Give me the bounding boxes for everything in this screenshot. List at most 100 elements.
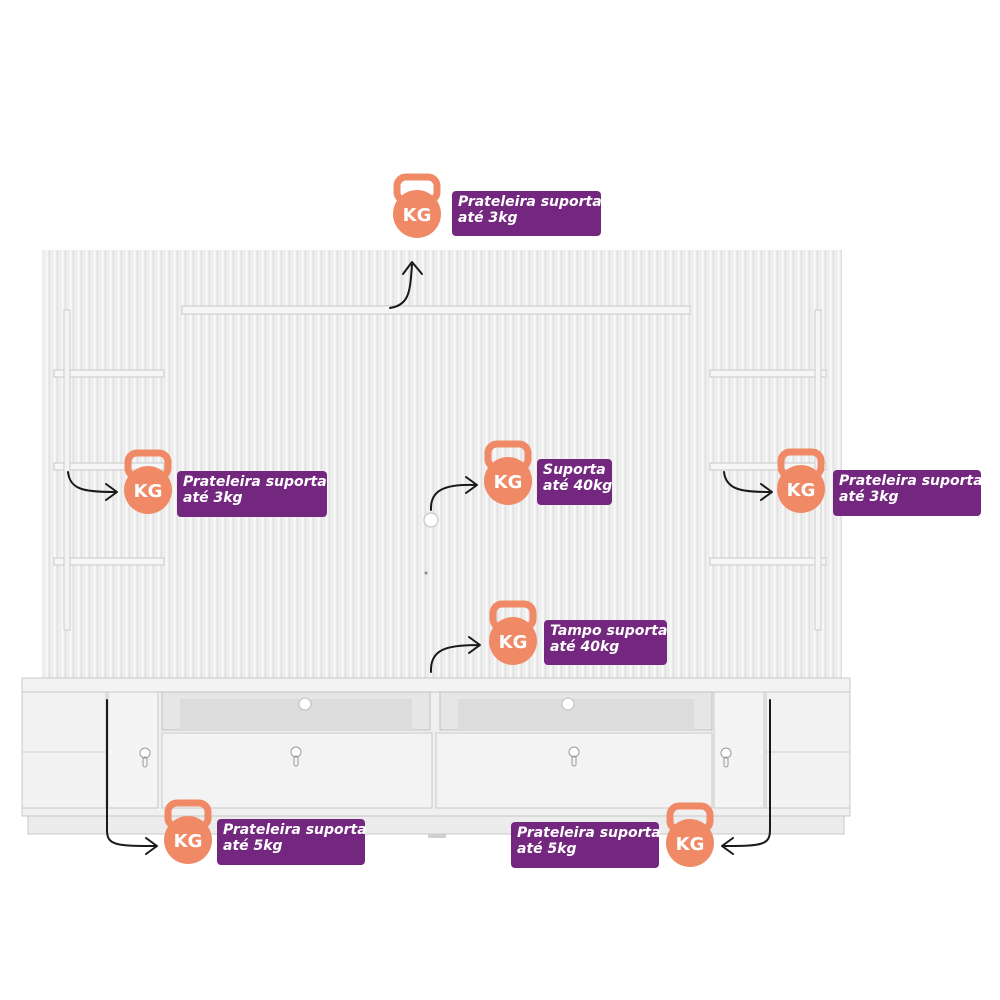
- slat: [476, 250, 482, 678]
- callout-right-cabinet-shelf: Prateleira suporta até 5kg: [511, 822, 661, 868]
- right-cabinet-outer: [765, 691, 851, 809]
- callout-line1: Prateleira suporta: [223, 822, 367, 838]
- kettlebell-kg-text: KG: [787, 480, 816, 501]
- slat: [340, 250, 346, 678]
- slat: [300, 250, 306, 678]
- right-drawer: [435, 732, 713, 809]
- slat: [228, 250, 234, 678]
- slat: [468, 250, 474, 678]
- top-shelf: [181, 305, 691, 315]
- slat: [460, 250, 466, 678]
- callout-line1: Suporta: [543, 462, 606, 478]
- slat: [284, 250, 290, 678]
- slat: [332, 250, 338, 678]
- slat: [644, 250, 650, 678]
- right-niche-cable-hole: [561, 697, 575, 711]
- callout-center-panel: Suporta até 40kg: [537, 459, 612, 505]
- left-shelf-2: [53, 462, 165, 471]
- slat: [620, 250, 626, 678]
- slat: [436, 250, 442, 678]
- slat: [452, 250, 458, 678]
- callout-line1: Tampo suporta: [550, 623, 668, 639]
- slat: [236, 250, 242, 678]
- slat: [372, 250, 378, 678]
- slat: [188, 250, 194, 678]
- slat: [364, 250, 370, 678]
- slat: [252, 250, 258, 678]
- slat: [380, 250, 386, 678]
- left-shelf-1: [53, 369, 165, 378]
- slat: [316, 250, 322, 678]
- slat: [324, 250, 330, 678]
- callout-line2: até 3kg: [183, 490, 243, 506]
- callout-line1: Prateleira suporta: [458, 194, 602, 210]
- arrow-top-shelf: [389, 261, 423, 309]
- slat: [348, 250, 354, 678]
- slat: [532, 250, 538, 678]
- slat: [244, 250, 250, 678]
- slat: [388, 250, 394, 678]
- slat: [356, 250, 362, 678]
- slat: [396, 250, 402, 678]
- left-drawer: [161, 732, 433, 809]
- slat: [212, 250, 218, 678]
- callout-line2: até 40kg: [543, 478, 613, 494]
- kettlebell-kg-text: KG: [676, 834, 705, 855]
- callout-line1: Prateleira suporta: [517, 825, 661, 841]
- callout-line2: até 40kg: [550, 639, 620, 655]
- slat: [828, 250, 834, 678]
- callout-line2: até 3kg: [458, 210, 518, 226]
- slat: [204, 250, 210, 678]
- slat: [172, 250, 178, 678]
- kettlebell-kg-icon: KG: [393, 173, 441, 238]
- kettlebell-kg-text: KG: [499, 632, 528, 653]
- left-rail: [63, 309, 71, 631]
- panel-small-hole: [424, 571, 428, 575]
- callout-line1: Prateleira suporta: [839, 473, 983, 489]
- kettlebell-kg-icon: KG: [164, 799, 212, 864]
- slat: [836, 250, 842, 678]
- slat: [44, 250, 50, 678]
- slat: [428, 250, 434, 678]
- kettlebell-kg-icon: KG: [666, 802, 714, 867]
- callout-line2: até 5kg: [517, 841, 577, 857]
- kettlebell-kg-icon: KG: [484, 440, 532, 505]
- slat: [652, 250, 658, 678]
- arrow-left-shelf: [67, 471, 118, 501]
- slat: [612, 250, 618, 678]
- arrow-top-surface: [429, 636, 481, 673]
- arrow-right-cabinet: [721, 699, 771, 855]
- arrow-right-shelf: [723, 471, 773, 501]
- callout-left-cabinet-shelf: Prateleira suporta até 5kg: [217, 819, 367, 865]
- kettlebell-kg-text: KG: [494, 472, 523, 493]
- callout-right-shelf: Prateleira suporta até 3kg: [833, 470, 983, 516]
- left-shelf-3: [53, 557, 165, 566]
- callout-top-shelf: Prateleira suporta até 3kg: [452, 191, 602, 236]
- slat: [660, 250, 666, 678]
- slat: [420, 250, 426, 678]
- slat: [668, 250, 674, 678]
- kettlebell-kg-icon: KG: [124, 449, 172, 514]
- slat: [220, 250, 226, 678]
- slat: [404, 250, 410, 678]
- panel-cable-hole: [423, 512, 439, 528]
- slat: [196, 250, 202, 678]
- kettlebell-kg-icon: KG: [489, 600, 537, 665]
- slat: [180, 250, 186, 678]
- kettlebell-kg-icon: KG: [777, 448, 825, 513]
- arrow-left-cabinet: [106, 699, 158, 855]
- slat: [268, 250, 274, 678]
- callout-left-shelf: Prateleira suporta até 3kg: [177, 471, 327, 517]
- arrow-center-panel: [429, 476, 478, 511]
- right-shelf-2: [709, 462, 827, 471]
- rack-foot: [428, 834, 446, 838]
- slat: [684, 250, 690, 678]
- right-shelf-3: [709, 557, 827, 566]
- slat: [276, 250, 282, 678]
- slat: [292, 250, 298, 678]
- slat: [308, 250, 314, 678]
- slat: [444, 250, 450, 678]
- kettlebell-kg-text: KG: [403, 205, 432, 226]
